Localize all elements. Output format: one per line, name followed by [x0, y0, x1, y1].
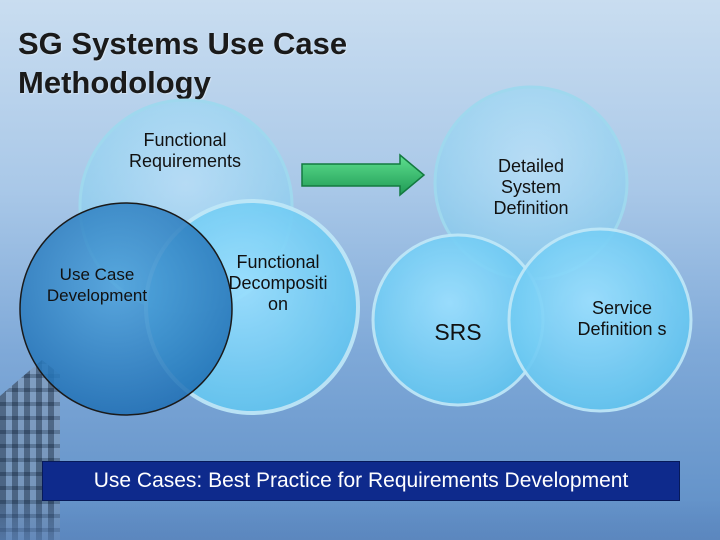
functional-requirements-label: Functional Requirements: [128, 130, 242, 171]
background-band: [0, 500, 720, 540]
use-case-development-circle: [19, 202, 233, 416]
footer-text: Use Cases: Best Practice for Requirement…: [93, 469, 629, 492]
functional-decomposition-label: Functional Decompositi on: [228, 252, 328, 314]
detailed-system-definition-label: Detailed System Definition: [493, 156, 569, 218]
use-case-development-label: Use Case Development: [46, 265, 148, 305]
srs-label: SRS: [434, 319, 482, 345]
service-definitions-circle: [507, 227, 693, 413]
service-definitions-label: Service Definition s: [577, 298, 667, 339]
slide-title: SG Systems Use Case Methodology: [18, 26, 348, 100]
footer-banner: Use Cases: Best Practice for Requirement…: [42, 461, 680, 501]
right-arrow: [301, 153, 426, 197]
